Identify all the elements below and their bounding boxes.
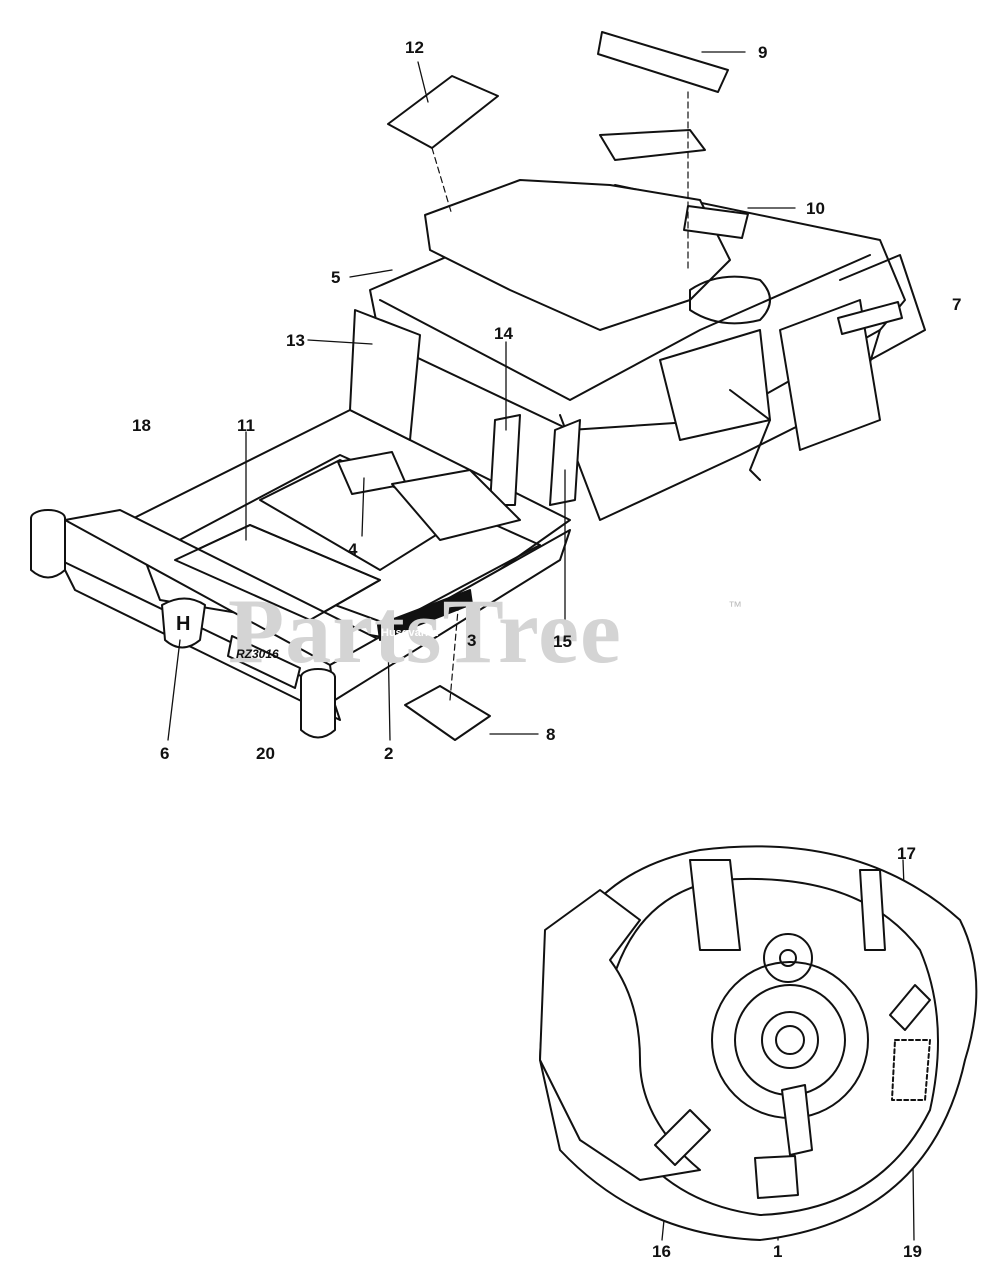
callout-20: 20	[256, 744, 275, 763]
mower-frame	[30, 129, 926, 739]
decals	[174, 31, 903, 741]
decal-8	[404, 685, 491, 741]
callout-11: 11	[237, 416, 255, 435]
callout-15: 15	[553, 632, 572, 651]
callout-17: 17	[897, 844, 916, 863]
decal-11	[174, 524, 381, 621]
callout-4: 4	[348, 540, 358, 559]
decal-7	[837, 301, 903, 335]
callout-16: 16	[652, 1242, 671, 1261]
callout-2: 2	[384, 744, 394, 763]
callout-12: 12	[405, 38, 424, 57]
dashed-leaders	[431, 91, 689, 701]
brand-decal	[377, 589, 473, 641]
callout-6: 6	[160, 744, 170, 763]
decal-12	[387, 75, 499, 149]
callout-1: 1	[773, 1242, 783, 1261]
decal-9	[597, 31, 729, 93]
decal-17	[889, 984, 931, 1031]
callout-3: 3	[467, 631, 477, 650]
decal-16	[654, 1109, 711, 1166]
callout-9: 9	[758, 43, 768, 62]
trademark-symbol: ™	[728, 598, 742, 614]
model-decal-text: RZ3016	[236, 647, 279, 661]
partstree-watermark: PartsTree	[228, 580, 622, 682]
decal-10	[683, 205, 749, 239]
callout-19: 19	[903, 1242, 922, 1261]
decal-4b	[391, 469, 521, 541]
callout-14: 14	[494, 324, 513, 343]
decal-1	[754, 1155, 799, 1199]
husqvarna-logo-icon: H	[176, 613, 191, 635]
callout-13: 13	[286, 331, 305, 350]
decal-19	[891, 1039, 931, 1101]
callout-18: 18	[132, 416, 151, 435]
mower-deck	[539, 845, 978, 1241]
brand-decal-text: Husqvarna	[381, 627, 438, 639]
callout-8: 8	[546, 725, 556, 744]
callout-7: 7	[952, 295, 962, 314]
callout-5: 5	[331, 268, 341, 287]
model-decal	[227, 635, 301, 689]
callout-10: 10	[806, 199, 825, 218]
